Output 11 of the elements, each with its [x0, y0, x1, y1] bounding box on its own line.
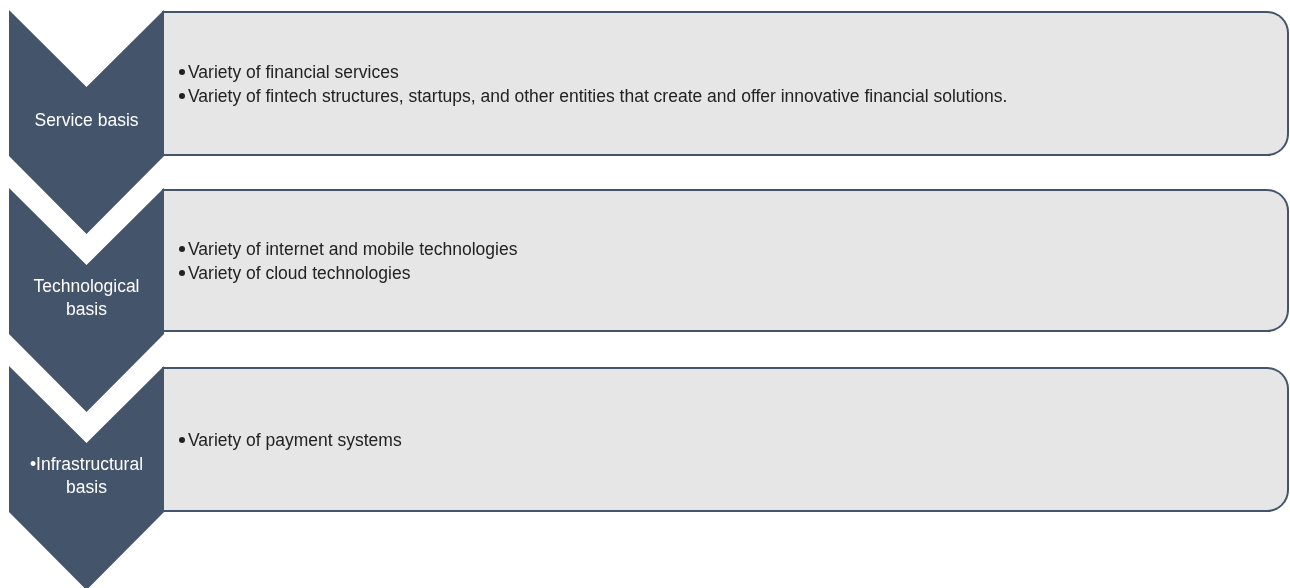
bullet-item: Variety of cloud technologies [188, 262, 411, 283]
bullet-item: Variety of internet and mobile technologies [188, 238, 518, 259]
content-panel [162, 189, 1289, 332]
bullet-item: Variety of financial services [188, 61, 399, 82]
bullet-item: Variety of fintech structures, startups, and other entities that create and offer innovative financial solutions. [188, 85, 1008, 106]
content-panel [162, 11, 1289, 156]
content-panel [162, 367, 1289, 512]
stage-label: Service basis [34, 108, 139, 132]
stage-label: •Infrastructural basis [28, 453, 145, 499]
bullet-item: Variety of payment systems [188, 429, 402, 450]
stage-label: Technological basis [32, 275, 141, 321]
